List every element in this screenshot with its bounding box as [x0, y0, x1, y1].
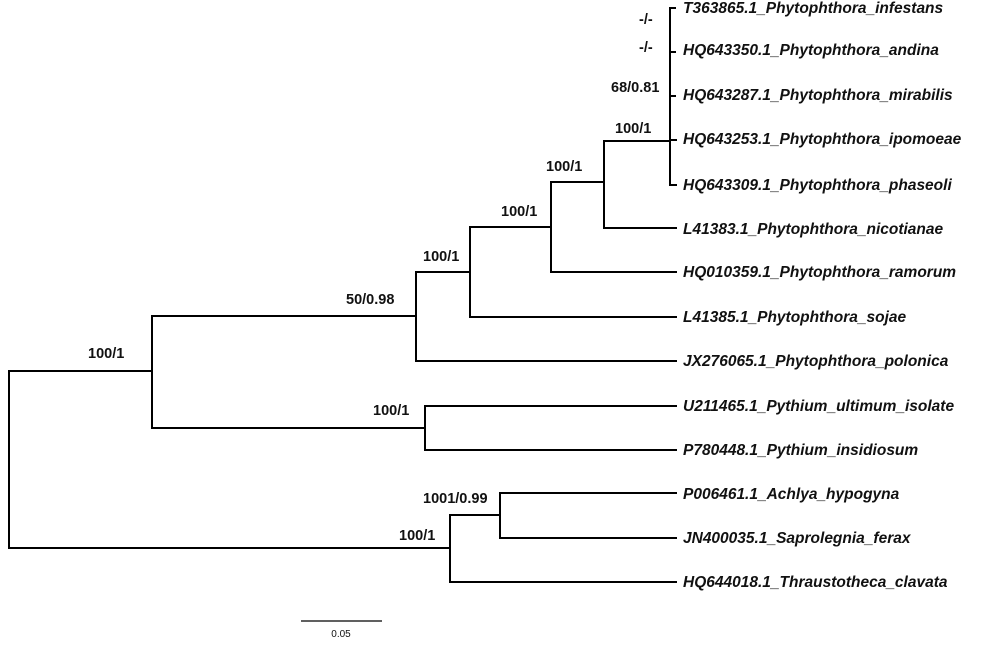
taxon-label: U211465.1_Pythium_ultimum_isolate	[683, 398, 954, 415]
taxon-label: HQ643253.1_Phytophthora_ipomoeae	[683, 131, 962, 148]
support-value: 100/1	[615, 121, 651, 137]
tree-branches	[8, 7, 677, 583]
support-value: 100/1	[546, 159, 582, 175]
scale-bar-label: 0.05	[331, 629, 351, 640]
taxon-label: HQ643350.1_Phytophthora_andina	[683, 42, 939, 59]
taxon-label: JX276065.1_Phytophthora_polonica	[683, 353, 949, 370]
support-value: 100/1	[88, 346, 124, 362]
support-value: 50/0.98	[346, 292, 394, 308]
support-value: 100/1	[423, 249, 459, 265]
support-value: 68/0.81	[611, 80, 659, 96]
taxon-label: JN400035.1_Saprolegnia_ferax	[683, 530, 912, 547]
taxon-label: P780448.1_Pythium_insidiosum	[683, 442, 918, 459]
taxon-label: P006461.1_Achlya_hypogyna	[683, 486, 900, 503]
support-value: 100/1	[399, 528, 435, 544]
taxon-label: HQ010359.1_Phytophthora_ramorum	[683, 264, 956, 281]
support-value: -/-	[639, 12, 653, 28]
scale-bar: 0.05	[301, 620, 382, 640]
taxon-labels: T363865.1_Phytophthora_infestans HQ64335…	[683, 0, 962, 591]
taxon-label: L41383.1_Phytophthora_nicotianae	[683, 221, 944, 238]
taxon-label: HQ644018.1_Thraustotheca_clavata	[683, 574, 948, 591]
taxon-label: HQ643309.1_Phytophthora_phaseoli	[683, 177, 952, 194]
support-value: -/-	[639, 40, 653, 56]
taxon-label: T363865.1_Phytophthora_infestans	[683, 0, 944, 17]
support-value: 100/1	[373, 403, 409, 419]
support-values: 100/1 50/0.98 100/1 100/1 100/1 100/1 68…	[88, 12, 659, 544]
support-value: 100/1	[501, 204, 537, 220]
taxon-label: HQ643287.1_Phytophthora_mirabilis	[683, 87, 953, 104]
support-value: 1001/0.99	[423, 491, 488, 507]
taxon-label: L41385.1_Phytophthora_sojae	[683, 309, 906, 326]
